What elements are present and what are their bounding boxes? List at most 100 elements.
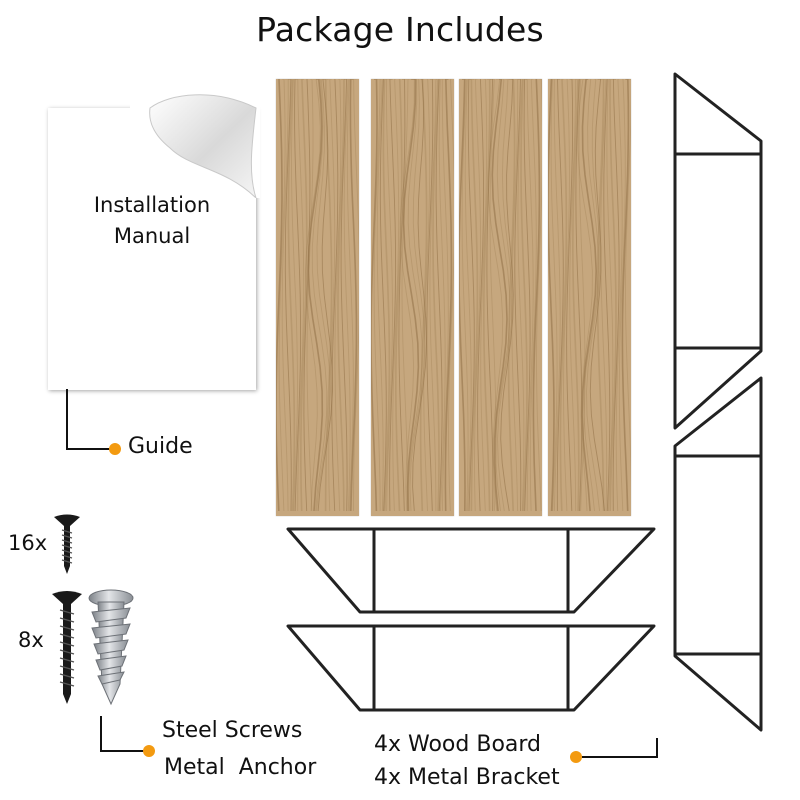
wood-grain-line bbox=[500, 79, 514, 512]
wood-grain-line bbox=[532, 79, 541, 512]
wood-grain-line bbox=[559, 79, 568, 512]
wood-grain-line bbox=[553, 79, 561, 512]
metal-bracket-icon bbox=[673, 72, 763, 430]
wood-grain-line bbox=[307, 79, 324, 512]
wood-grain-line bbox=[317, 79, 333, 512]
wood-grain-line bbox=[379, 79, 387, 512]
wood-grain-line bbox=[487, 79, 504, 512]
wood-board-icon bbox=[459, 79, 542, 516]
wood-grain-line bbox=[566, 79, 574, 512]
wood-grain-line bbox=[474, 79, 481, 512]
wood-grain-line bbox=[287, 79, 296, 512]
wood-grain-line bbox=[529, 79, 537, 512]
wood-grain-line bbox=[517, 79, 525, 512]
wood-grain-line bbox=[299, 79, 308, 512]
manual-text-line2: Manual bbox=[113, 224, 191, 248]
wood-grain-line bbox=[401, 79, 409, 512]
wood-grain-line bbox=[577, 79, 593, 512]
wood-grain-line bbox=[407, 79, 423, 512]
wood-grain-line bbox=[581, 79, 598, 512]
manual-text-line1: Installation bbox=[93, 193, 211, 217]
wood-grain-line bbox=[409, 79, 426, 512]
wood-grain-line bbox=[297, 79, 305, 512]
wood-grain-line bbox=[459, 79, 466, 512]
wood-grain-line bbox=[398, 79, 406, 512]
wood-grain-line bbox=[281, 79, 289, 512]
guide-leader-vertical bbox=[66, 389, 68, 450]
wood-grain-line bbox=[328, 79, 336, 512]
wood-grain-line bbox=[571, 79, 580, 512]
wood-grain-line bbox=[432, 79, 440, 512]
wood-grain bbox=[459, 79, 542, 512]
wood-grain-line bbox=[526, 79, 534, 512]
metal-bracket-icon bbox=[673, 376, 763, 732]
wood-grain-line bbox=[394, 79, 403, 512]
wood-grain-line bbox=[284, 79, 292, 512]
wood-grain-line bbox=[278, 79, 286, 512]
wood-grain-line bbox=[511, 79, 519, 512]
wood-board-icon bbox=[371, 79, 454, 516]
wood-grain-line bbox=[441, 79, 449, 512]
wood-grain-line bbox=[376, 79, 384, 512]
screws-dot bbox=[143, 745, 155, 757]
wood-board-icon bbox=[548, 79, 631, 516]
metal-bracket-label: 4x Metal Bracket bbox=[374, 765, 560, 790]
wood-grain-line bbox=[603, 79, 611, 512]
wood-grain-line bbox=[371, 79, 378, 512]
page-title: Package Includes bbox=[256, 10, 544, 49]
wood-grain-line bbox=[402, 79, 420, 512]
wood-grain-line bbox=[618, 79, 626, 512]
wood-grain-line bbox=[294, 79, 302, 512]
wood-grain-line bbox=[563, 79, 570, 512]
wood-grain-line bbox=[586, 79, 601, 512]
wood-grain-line bbox=[382, 79, 391, 512]
wood-grain-line bbox=[470, 79, 479, 512]
wood-grain-line bbox=[324, 79, 333, 512]
screw-icon bbox=[54, 514, 80, 574]
wood-grain-line bbox=[426, 79, 434, 512]
wood-grain-line bbox=[316, 79, 331, 512]
wood-grain-line bbox=[575, 79, 583, 512]
wood-grain-line bbox=[550, 79, 558, 512]
wall-anchor-icon bbox=[88, 589, 134, 706]
wood-board-label: 4x Wood Board bbox=[374, 732, 542, 757]
wood-grain-line bbox=[331, 79, 339, 512]
wood-grain-line bbox=[477, 79, 485, 512]
wood-grain-line bbox=[337, 79, 345, 512]
wood-grain-line bbox=[343, 79, 351, 512]
wood-grain-line bbox=[507, 79, 516, 512]
wood-grain-line bbox=[305, 79, 321, 512]
screws-leader-horizontal bbox=[100, 750, 144, 752]
wood-grain-line bbox=[386, 79, 393, 512]
wood-grain-line bbox=[389, 79, 397, 512]
wood-grain-line bbox=[612, 79, 620, 512]
wood-grain-line bbox=[340, 79, 348, 512]
wood-grain-line bbox=[276, 79, 283, 512]
wood-grain-line bbox=[536, 79, 542, 512]
wood-grain-line bbox=[556, 79, 564, 512]
wood-grain-line bbox=[548, 79, 555, 512]
wood-grain-line bbox=[419, 79, 428, 512]
wood-grain-line bbox=[291, 79, 298, 512]
wood-grain-line bbox=[482, 79, 491, 512]
wood-grain-line bbox=[625, 79, 631, 506]
wood-grain-line bbox=[621, 79, 630, 512]
wood-grain-line bbox=[461, 79, 469, 512]
wood-grain-line bbox=[520, 79, 528, 512]
guide-leader-horizontal bbox=[66, 448, 110, 450]
wood-grain-line bbox=[489, 79, 497, 512]
wood-grain-line bbox=[334, 79, 342, 512]
wood-grain-line bbox=[448, 79, 454, 512]
wood-grain-line bbox=[429, 79, 437, 512]
wood-grain-line bbox=[583, 79, 599, 512]
wood-grain-line bbox=[491, 79, 508, 512]
wood-grain-line bbox=[514, 79, 522, 512]
wood-grain-line bbox=[480, 79, 488, 512]
wood-board-icon bbox=[276, 79, 359, 516]
guide-dot bbox=[109, 443, 121, 455]
wood-grain-line bbox=[435, 79, 443, 512]
wood-grain-line bbox=[349, 79, 358, 512]
wood-grain-line bbox=[615, 79, 623, 512]
screw-icon bbox=[52, 591, 82, 704]
boards-leader-horizontal bbox=[582, 756, 658, 758]
